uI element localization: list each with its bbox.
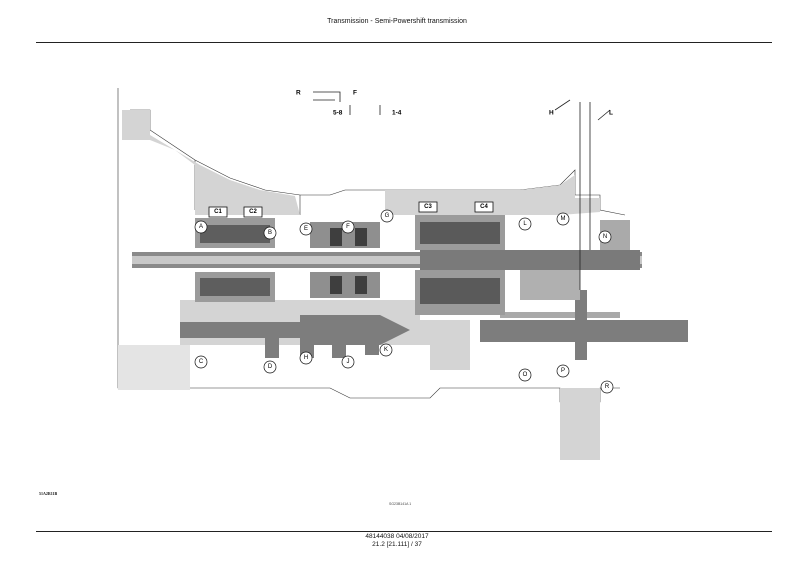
callout-l: L xyxy=(523,221,527,227)
clutch-label-c2: C2 xyxy=(249,209,257,215)
main-shaft xyxy=(132,250,642,270)
shift-label-f: F xyxy=(353,90,357,97)
clutch-label-c3: C3 xyxy=(424,204,432,210)
shift-labels: R F 5-8 1-4 H L xyxy=(296,90,613,117)
footer-page: 21.2 [21.111] / 37 xyxy=(372,541,422,548)
footer-rule xyxy=(36,531,772,532)
shift-lines xyxy=(313,91,611,290)
shift-label-1-4: 1-4 xyxy=(392,110,402,117)
callout-a: A xyxy=(199,224,203,230)
callout-m: M xyxy=(561,216,566,222)
callout-b: B xyxy=(268,230,272,236)
output-shaft xyxy=(480,290,688,360)
page-title: Transmission - Semi-Powershift transmiss… xyxy=(327,18,467,25)
callout-f: F xyxy=(346,224,350,230)
header-rule xyxy=(36,42,772,43)
callout-d: D xyxy=(268,364,273,370)
clutch-box-c3 xyxy=(418,201,438,213)
clutch-label-c1: C1 xyxy=(214,209,222,215)
figure-id: 51A2R11B xyxy=(39,491,58,496)
clutch-boxes xyxy=(208,201,494,218)
shift-label-5-8: 5-8 xyxy=(333,110,343,117)
gear-packs xyxy=(195,215,630,315)
callout-labels: A B C D E F G H J K L M N O P R xyxy=(199,213,610,390)
callout-c: C xyxy=(199,359,204,365)
callout-h: H xyxy=(304,355,308,361)
callout-r: R xyxy=(605,384,610,390)
footer-doc: 48144038 04/08/2017 xyxy=(365,533,429,540)
callout-g: G xyxy=(385,213,390,219)
countershaft xyxy=(180,315,410,358)
callout-j: J xyxy=(347,359,350,365)
clutch-box-c4 xyxy=(474,201,494,213)
figure-small-id: SG23B141A 1 xyxy=(389,502,412,506)
callout-k: K xyxy=(384,347,388,353)
clutch-box-c2 xyxy=(243,206,263,218)
clutch-box-c1 xyxy=(208,206,228,218)
clutch-label-c4: C4 xyxy=(480,204,488,210)
shift-label-l: L xyxy=(609,110,613,117)
callout-e: E xyxy=(304,226,308,232)
clutch-labels: C1 C2 C3 C4 xyxy=(214,204,488,215)
callout-n: N xyxy=(603,234,607,240)
shift-label-r: R xyxy=(296,90,301,97)
callout-o: O xyxy=(523,372,528,378)
shift-label-h: H xyxy=(549,110,554,117)
callout-p: P xyxy=(561,368,565,374)
callout-circles xyxy=(194,209,614,394)
